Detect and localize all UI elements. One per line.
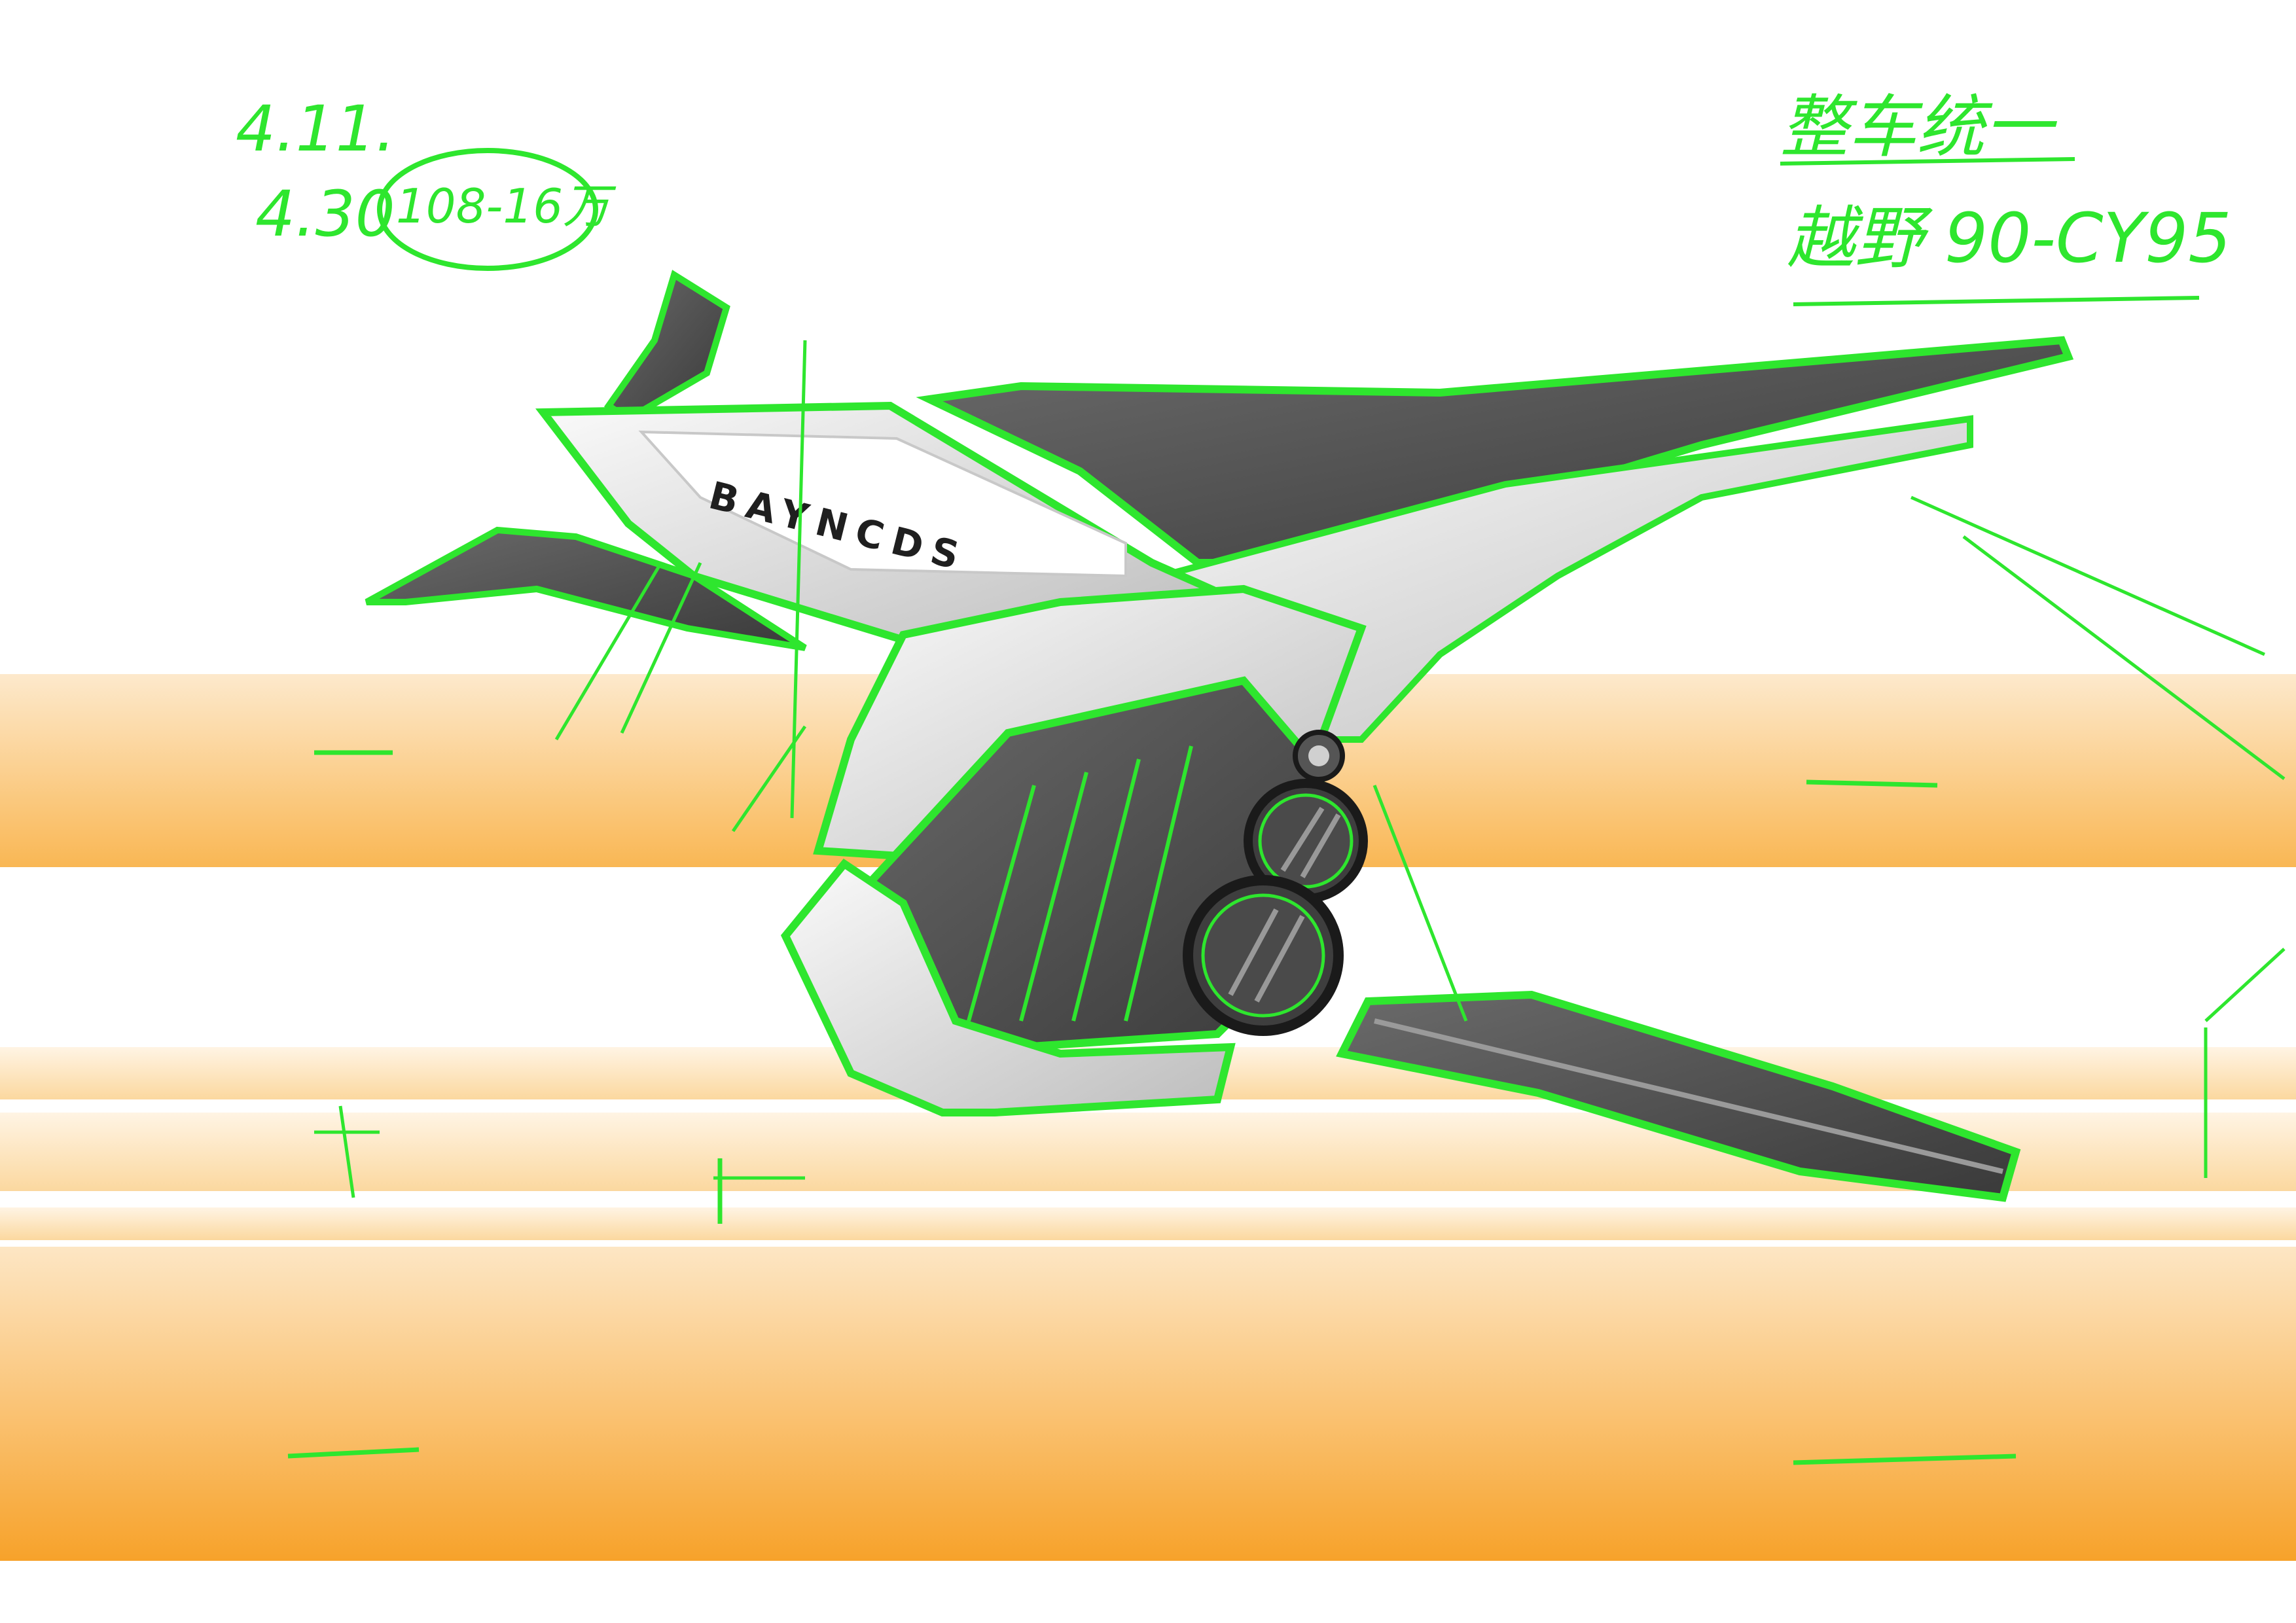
- sketch-strokes: [287, 340, 2286, 1465]
- motorcycle-frame-sketch: BAYNCDS: [365, 270, 2074, 1202]
- orange-band-lower: [0, 1247, 2296, 1561]
- note-circle: [377, 148, 598, 271]
- note-offroad-model: 越野 90-CY95: [1787, 198, 2231, 278]
- rear-fin-upper: [603, 270, 730, 423]
- note-date-1: 4.11.: [236, 92, 395, 166]
- note-date-2: 4.30: [255, 177, 395, 251]
- engine-fins: [967, 745, 1193, 1022]
- skid-plate: [780, 858, 1236, 1116]
- main-top-tube: [916, 336, 2074, 567]
- rear-fin-lower: [365, 526, 807, 651]
- note-vehicle-unified: 整车统一: [1780, 87, 2058, 167]
- notes-left: 4.11. 4.30 108-16万: [236, 92, 617, 271]
- notes-right: 整车统一 越野 90-CY95: [1780, 87, 2231, 306]
- note-price-range: 108-16万: [396, 179, 617, 234]
